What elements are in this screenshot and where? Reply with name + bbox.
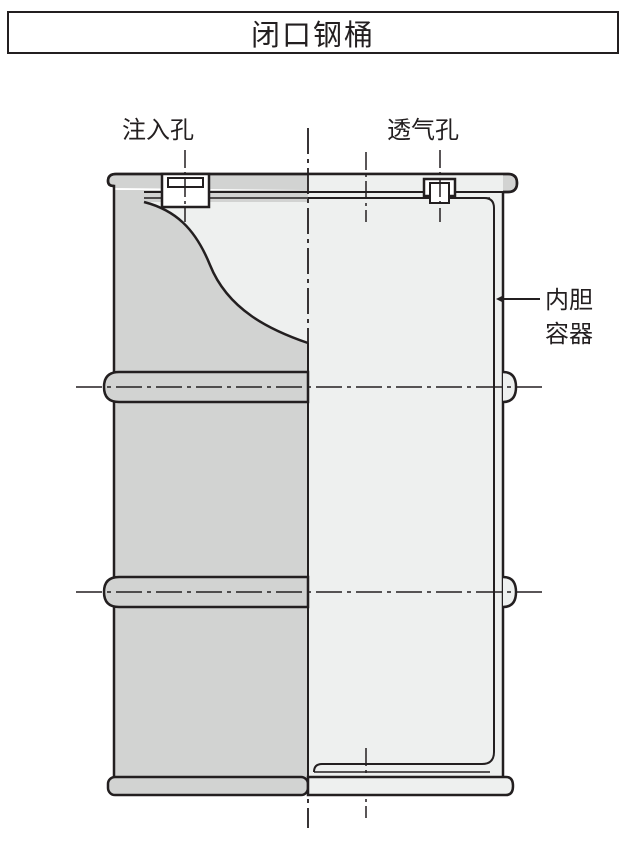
bottom-chime-left [106,775,310,797]
inner-liner-curve-region [144,202,308,343]
inner-liner-container [308,197,495,773]
diagram-title: 闭口钢桶 [250,17,375,52]
top-lid-right [308,174,503,192]
label-vent-hole: 透气孔 [387,116,459,144]
inner-liner-leader-arrow [496,295,504,303]
top-chime-outline [106,172,519,194]
title-box: 闭口钢桶 [7,11,619,54]
label-inner-liner-line2: 容器 [545,320,593,348]
bottom-chime-right [306,775,515,797]
label-fill-hole: 注入孔 [122,116,194,144]
inner-liner-curve [143,200,309,345]
drum-body-right [308,190,503,778]
label-inner-liner-line1: 内胆 [545,286,593,314]
